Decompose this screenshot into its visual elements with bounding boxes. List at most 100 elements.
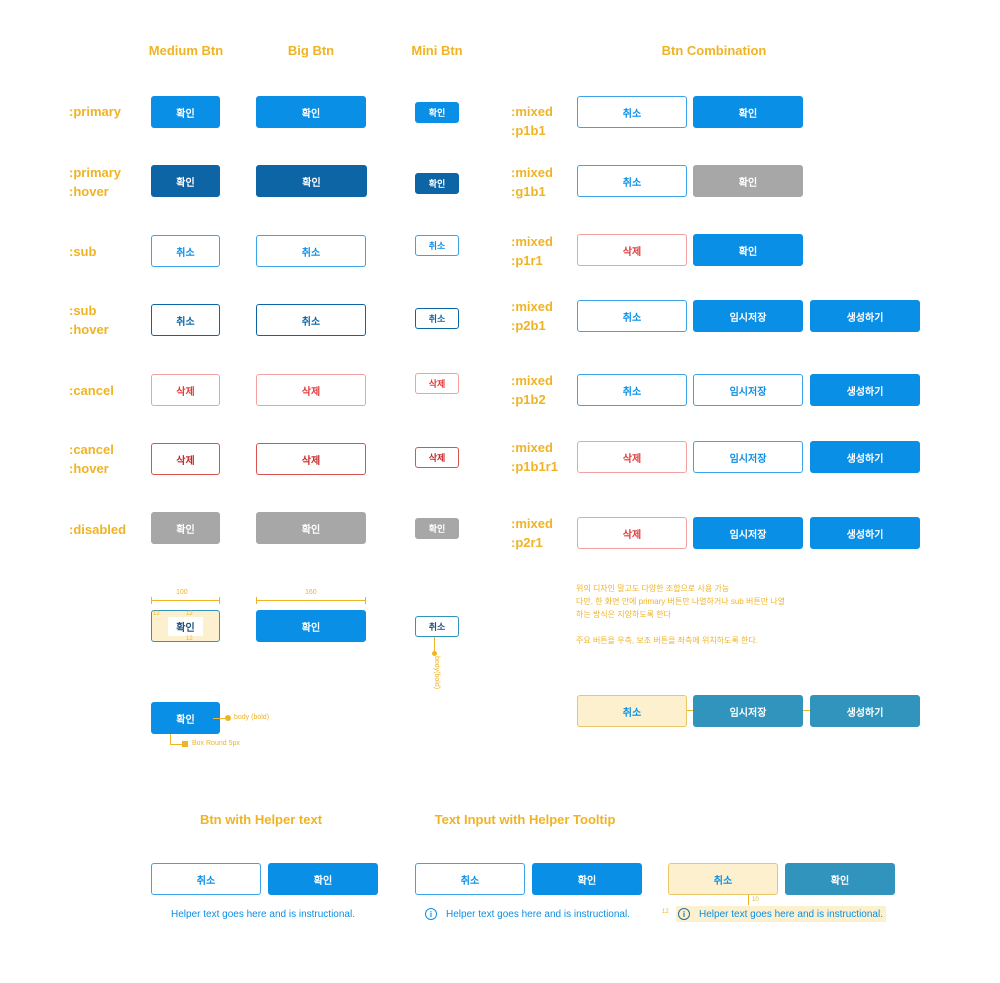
tooltip-spec-highlight (676, 906, 886, 922)
row-label-primary-hover: :primary :hover (69, 165, 122, 199)
combo-p1r1-delete-button[interactable]: 삭제 (577, 234, 687, 266)
mini-disabled-button: 확인 (415, 518, 459, 539)
heading-btn-with-helper: Btn with Helper text (199, 812, 323, 827)
box-round-label: Box Round 5px (192, 740, 240, 747)
big-disabled-button: 확인 (256, 512, 366, 544)
medium-pad-bottom-label: 12 (186, 636, 193, 642)
big-spec-button: 확인 (256, 610, 366, 642)
medium-width-tick-left (151, 597, 152, 604)
tooltip-confirm-button[interactable]: 확인 (532, 863, 642, 895)
spec-combo-temp-save-button: 임시저장 (693, 695, 803, 727)
tooltip-helper-text: Helper text goes here and is instruction… (446, 909, 630, 920)
info-icon[interactable]: i (425, 908, 437, 920)
medium-primary-button[interactable]: 확인 (151, 96, 220, 128)
tooltip-spec-height-label: 12 (662, 909, 669, 915)
combo-p2r1-delete-button[interactable]: 삭제 (577, 517, 687, 549)
medium-disabled-button: 확인 (151, 512, 220, 544)
box-round-marker (182, 741, 188, 747)
heading-big-btn: Big Btn (287, 43, 335, 58)
big-width-line (256, 600, 366, 601)
medium-pad-left-label: 12 (153, 611, 160, 617)
mini-sub-hover-button[interactable]: 취소 (415, 308, 459, 329)
combo-label-p1r1: :mixed :p1r1 (511, 234, 553, 268)
spec-combo-cancel-button: 취소 (577, 695, 687, 727)
tooltip-cancel-button[interactable]: 취소 (415, 863, 525, 895)
spec-combo-create-button: 생성하기 (810, 695, 920, 727)
big-sub-hover-button[interactable]: 취소 (256, 304, 366, 336)
annotated-primary-button: 확인 (151, 702, 220, 734)
row-label-cancel-hover: :cancel :hover (69, 442, 114, 476)
combo-p2b1-create-button[interactable]: 생성하기 (810, 300, 920, 332)
medium-cancel-hover-button[interactable]: 삭제 (151, 443, 220, 475)
row-label-cancel: :cancel (69, 383, 114, 398)
big-cancel-hover-button[interactable]: 삭제 (256, 443, 366, 475)
medium-cancel-button[interactable]: 삭제 (151, 374, 220, 406)
mini-primary-hover-button[interactable]: 확인 (415, 173, 459, 194)
combo-p1b1-cancel-button[interactable]: 취소 (577, 96, 687, 128)
row-label-primary: :primary (69, 104, 122, 119)
medium-primary-hover-button[interactable]: 확인 (151, 165, 220, 197)
tooltip-spec-confirm-button: 확인 (785, 863, 895, 895)
combo-p2r1-create-button[interactable]: 생성하기 (810, 517, 920, 549)
combo-p1b2-create-button[interactable]: 생성하기 (810, 374, 920, 406)
combo-p1b1-confirm-button[interactable]: 확인 (693, 96, 803, 128)
big-sub-button[interactable]: 취소 (256, 235, 366, 267)
combo-label-p1b1r1: :mixed :p1b1r1 (511, 440, 558, 474)
heading-text-input-helper-tooltip: Text Input with Helper Tooltip (434, 812, 616, 827)
medium-sub-hover-button[interactable]: 취소 (151, 304, 220, 336)
combo-g1b1-cancel-button[interactable]: 취소 (577, 165, 687, 197)
big-width-tick-left (256, 597, 257, 604)
tooltip-spec-cancel-button: 취소 (668, 863, 778, 895)
combo-p1b1r1-temp-save-button[interactable]: 임시저장 (693, 441, 803, 473)
helper-text: Helper text goes here and is instruction… (171, 909, 355, 920)
big-width-label: 160 (305, 589, 317, 596)
heading-medium-btn: Medium Btn (148, 43, 224, 58)
mini-cancel-hover-button[interactable]: 삭제 (415, 447, 459, 468)
mini-spec-button: 취소 (415, 616, 459, 637)
mini-sub-button[interactable]: 취소 (415, 235, 459, 256)
row-label-sub-hover: :sub :hover (69, 303, 109, 337)
medium-sub-button[interactable]: 취소 (151, 235, 220, 267)
box-round-line-v (170, 734, 171, 744)
medium-spec-button-label: 확인 (168, 616, 203, 636)
spec-combo-gap-2 (803, 710, 810, 711)
tooltip-spec-gap-line (748, 895, 749, 905)
combo-p1r1-confirm-button[interactable]: 확인 (693, 234, 803, 266)
row-label-disabled: :disabled (69, 522, 127, 537)
helper-cancel-button[interactable]: 취소 (151, 863, 261, 895)
big-primary-button[interactable]: 확인 (256, 96, 366, 128)
combo-p2b1-temp-save-button[interactable]: 임시저장 (693, 300, 803, 332)
combo-g1b1-confirm-button: 확인 (693, 165, 803, 197)
medium-width-label: 100 (176, 589, 188, 596)
combo-label-p1b2: :mixed :p1b2 (511, 373, 553, 407)
usage-notes: 위의 디자인 말고도 다양한 조합으로 사용 가능 다만, 한 화면 안에 pr… (576, 584, 785, 645)
combo-p1b1r1-delete-button[interactable]: 삭제 (577, 441, 687, 473)
tooltip-spec-gap-label: 10 (752, 897, 759, 903)
combo-p1b2-temp-save-button[interactable]: 임시저장 (693, 374, 803, 406)
combo-p2b1-cancel-button[interactable]: 취소 (577, 300, 687, 332)
spec-combo-gap-1 (687, 710, 693, 711)
medium-width-line (151, 600, 220, 601)
box-round-line-h (170, 744, 182, 745)
combo-p1b1r1-create-button[interactable]: 생성하기 (810, 441, 920, 473)
combo-label-p1b1: :mixed :p1b1 (511, 104, 553, 138)
mini-spec-line (434, 637, 435, 652)
mini-cancel-button[interactable]: 삭제 (415, 373, 459, 394)
mini-primary-button[interactable]: 확인 (415, 102, 459, 123)
heading-mini-btn: Mini Btn (411, 43, 463, 58)
combo-label-g1b1: :mixed :g1b1 (511, 165, 553, 199)
info-icon-spec: i (678, 908, 690, 920)
big-primary-hover-button[interactable]: 확인 (256, 165, 367, 197)
combo-label-p2r1: :mixed :p2r1 (511, 516, 553, 550)
body-bold-dot (225, 715, 231, 721)
medium-width-tick-right (219, 597, 220, 604)
big-cancel-button[interactable]: 삭제 (256, 374, 366, 406)
combo-p2r1-temp-save-button[interactable]: 임시저장 (693, 517, 803, 549)
body-bold-label: body (bold) (234, 714, 270, 721)
body-bold-line (213, 718, 227, 719)
medium-spec-button: 확인 (151, 610, 220, 642)
helper-confirm-button[interactable]: 확인 (268, 863, 378, 895)
heading-btn-combination: Btn Combination (661, 43, 767, 58)
combo-p1b2-cancel-button[interactable]: 취소 (577, 374, 687, 406)
tooltip-spec-helper-text: Helper text goes here and is instruction… (699, 909, 883, 920)
